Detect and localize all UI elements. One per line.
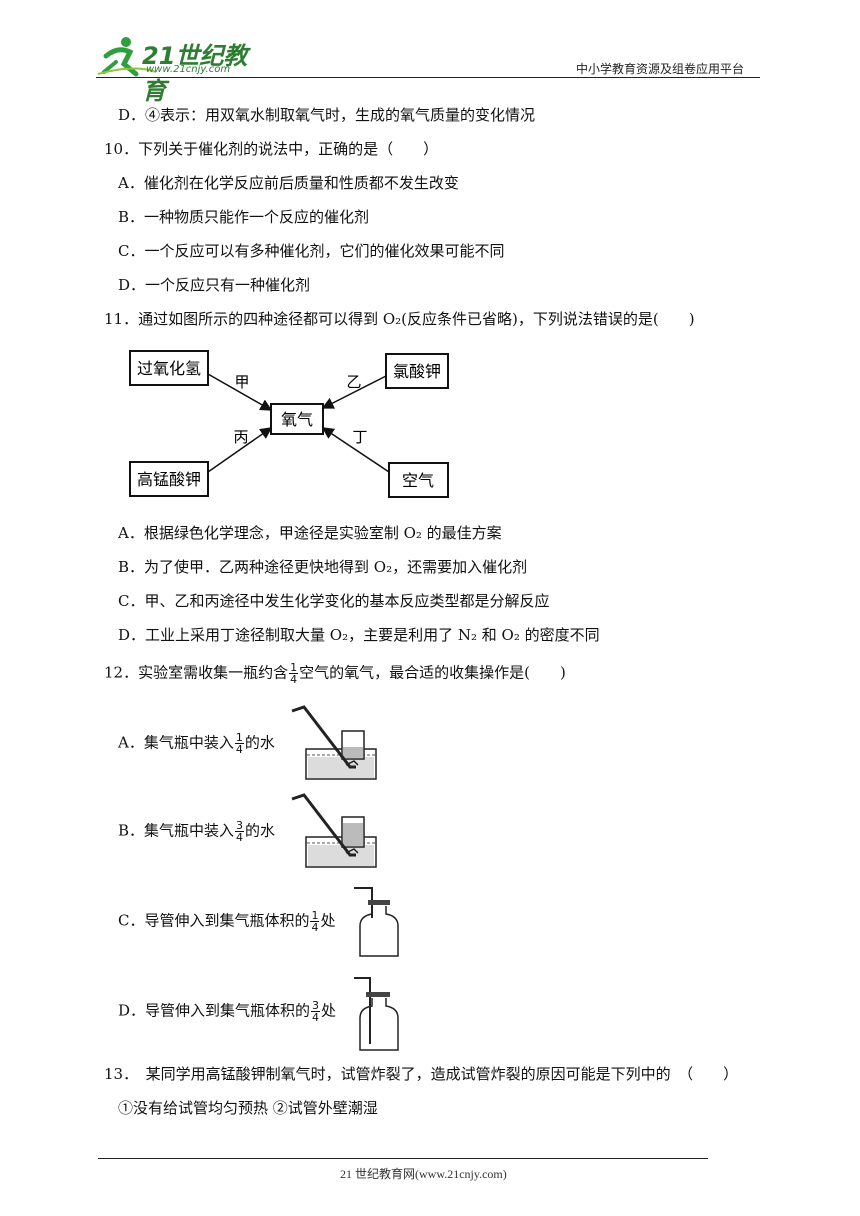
q12-frac-num: 1 (289, 661, 299, 674)
logo-url: www.21cnjy.com (146, 64, 231, 75)
q11-option-a: A．根据绿色化学理念，甲途径是实验室制 O₂ 的最佳方案 (118, 524, 502, 542)
q12-d-den: 4 (312, 1011, 320, 1024)
box-air (388, 462, 449, 498)
q10-option-d: D．一个反应只有一种催化剂 (118, 276, 311, 294)
q11-option-b: B．为了使甲．乙两种途径更快地得到 O₂，还需要加入催化剂 (118, 558, 528, 576)
oxygen-pathways-diagram: 过氧化氢 氯酸钾 氧气 高锰酸钾 空气 甲 乙 丙 丁 (128, 346, 453, 501)
q12-a-after: 的水 (244, 733, 275, 752)
q11-option-c: C．甲、乙和丙途径中发生化学变化的基本反应类型都是分解反应 (118, 592, 550, 610)
q12-d-after: 处 (321, 1001, 337, 1020)
q12-stem-before: 12．实验室需收集一瓶约含 (104, 663, 289, 682)
box-potassium-permanganate (129, 461, 209, 497)
q13-stem: 13． 某同学用高锰酸钾制氧气时，试管炸裂了，造成试管炸裂的原因可能是下列中的 … (104, 1065, 739, 1083)
label-potassium-chlorate: 氯酸钾 (393, 362, 441, 381)
apparatus-d-figure (352, 974, 402, 1054)
q12-a-before: A．集气瓶中装入 (118, 733, 234, 752)
q11-stem: 11．通过如图所示的四种途径都可以得到 O₂(反应条件已省略)，下列说法错误的是… (104, 310, 695, 328)
q12-b-num: 3 (235, 819, 245, 832)
q12-stem-after: 空气的氧气，最合适的收集操作是( ) (299, 663, 566, 682)
q12-frac-den: 4 (290, 673, 298, 686)
apparatus-b-figure (288, 791, 380, 871)
q10-stem: 10．下列关于催化剂的说法中，正确的是（ ） (104, 140, 439, 158)
pathway-d-label: 丁 (352, 428, 367, 446)
header-rule (96, 77, 760, 78)
q10-option-a: A．催化剂在化学反应前后质量和性质都不发生改变 (118, 174, 459, 192)
label-oxygen: 氧气 (281, 410, 313, 429)
apparatus-c-figure (352, 884, 402, 960)
q12-a-num: 1 (234, 731, 244, 744)
logo-text: 21世纪教育 (142, 42, 248, 105)
q12-c-den: 4 (311, 921, 319, 934)
site-logo: 21世纪教育 www.21cnjy.com (96, 34, 261, 105)
q12-a-den: 4 (235, 743, 243, 756)
label-air: 空气 (402, 471, 434, 490)
arrow-c (207, 427, 273, 473)
arrow-d (321, 427, 390, 473)
footer-rule (98, 1158, 708, 1159)
label-hydrogen-peroxide: 过氧化氢 (137, 359, 201, 378)
runner-logo-icon (97, 37, 157, 77)
pathway-a-label: 甲 (234, 373, 249, 391)
q12-d-num: 3 (311, 999, 321, 1012)
q12-b-den: 4 (236, 831, 244, 844)
footer-text: 21 世纪教育网(www.21cnjy.com) (340, 1167, 507, 1181)
pathway-b-label: 乙 (346, 373, 361, 391)
q12-c-after: 处 (320, 911, 336, 930)
q11-option-d: D．工业上采用丁途径制取大量 O₂，主要是利用了 N₂ 和 O₂ 的密度不同 (118, 626, 600, 644)
pathway-c-label: 丙 (233, 428, 248, 446)
apparatus-a-figure (288, 703, 380, 783)
q12-b-before: B．集气瓶中装入 (118, 821, 235, 840)
q9-option-d: D．④表示：用双氧水制取氧气时，生成的氧气质量的变化情况 (118, 106, 536, 124)
box-oxygen (270, 403, 324, 435)
q12-b-after: 的水 (245, 821, 276, 840)
q10-option-b: B．一种物质只能作一个反应的催化剂 (118, 208, 370, 226)
q13-line2: ①没有给试管均匀预热 ②试管外壁潮湿 (118, 1099, 378, 1117)
q12-c-before: C．导管伸入到集气瓶体积的 (118, 911, 310, 930)
box-hydrogen-peroxide (129, 350, 209, 386)
label-potassium-permanganate: 高锰酸钾 (137, 470, 201, 489)
header-platform-text: 中小学教育资源及组卷应用平台 (576, 62, 745, 76)
arrow-b (321, 375, 387, 409)
box-potassium-chlorate (385, 353, 449, 389)
q12-c-num: 1 (310, 909, 320, 922)
q12-d-before: D．导管伸入到集气瓶体积的 (118, 1001, 311, 1020)
q10-option-c: C．一个反应可以有多种催化剂，它们的催化效果可能不同 (118, 242, 505, 260)
arrow-a (207, 373, 273, 411)
